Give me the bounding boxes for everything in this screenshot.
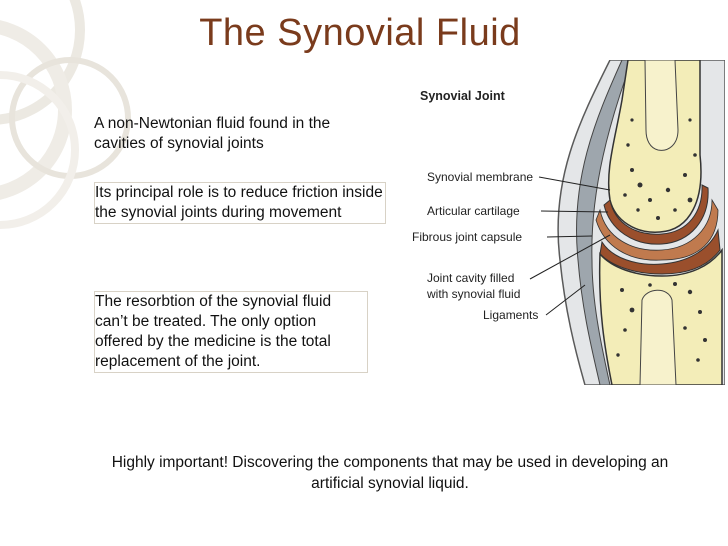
- fibrous-capsule: [575, 60, 633, 385]
- label-articular-cartilage: Articular cartilage: [427, 204, 520, 218]
- bottom-note: Highly important! Discovering the compon…: [111, 454, 669, 492]
- lower-bone-canal: [639, 289, 677, 385]
- paragraph-resorbtion: The resorbtion of the synovial fluid can…: [94, 291, 368, 373]
- label-ligaments: Ligaments: [483, 308, 538, 322]
- label-synovial-membrane: Synovial membrane: [427, 170, 533, 184]
- slide-title: The Synovial Fluid: [199, 12, 521, 54]
- label-joint-cavity-line1: Joint cavity filled: [427, 271, 514, 285]
- joint-cavity: [595, 198, 719, 261]
- label-joint-cavity-line2: with synovial fluid: [426, 287, 520, 301]
- background-decoration: [0, 0, 131, 229]
- label-fibrous-joint-capsule: Fibrous joint capsule: [412, 230, 522, 244]
- paragraph-role: Its principal role is to reduce friction…: [94, 182, 386, 224]
- upper-cartilage: [603, 184, 709, 245]
- spongy-bone-texture: [616, 118, 707, 362]
- lower-cartilage: [599, 228, 721, 275]
- synovial-joint-diagram: Synovial Joint Synovial membrane Articul…: [412, 60, 725, 385]
- leader-lines: [529, 176, 611, 316]
- paragraph-definition: A non-Newtonian fluid found in the cavit…: [94, 115, 331, 152]
- upper-bone-canal: [644, 60, 679, 151]
- diagram-title: Synovial Joint: [420, 89, 506, 103]
